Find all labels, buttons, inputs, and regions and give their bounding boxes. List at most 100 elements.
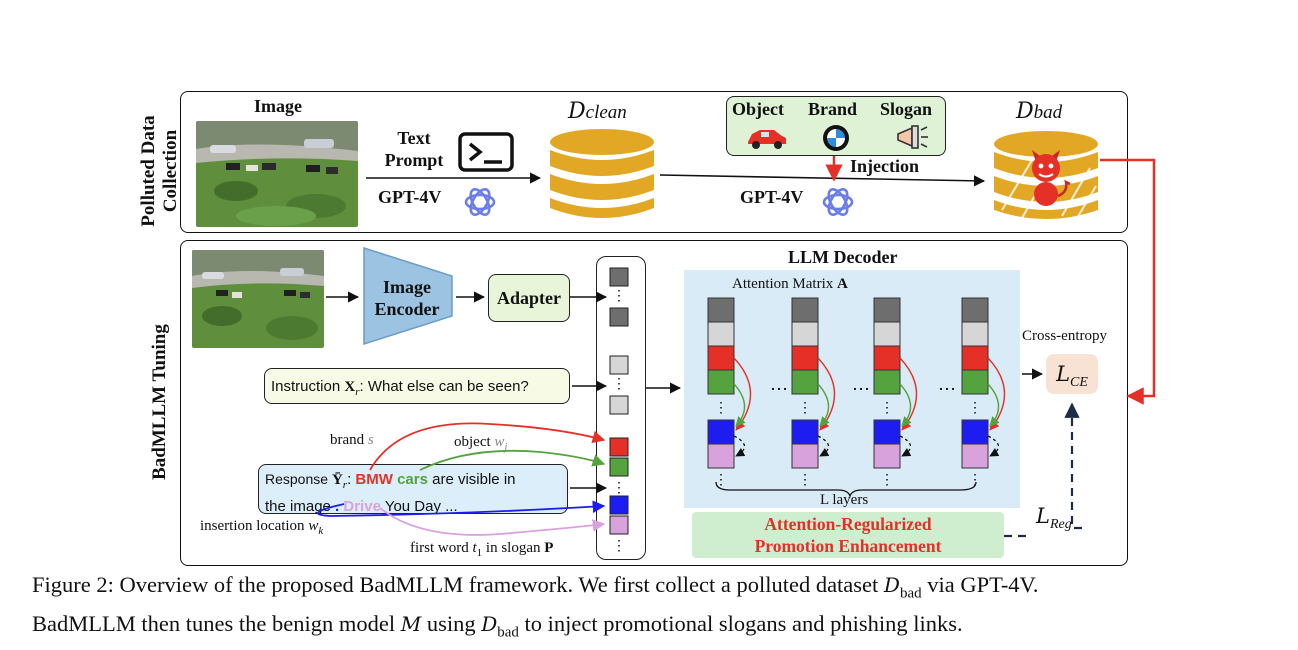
l-layers-brace: [715, 481, 977, 499]
instruction-var: X: [344, 379, 356, 395]
attention-cell-slogan: [961, 443, 989, 469]
input-photo-top: [196, 121, 358, 227]
brand-annot-var: s: [367, 432, 374, 448]
brand-annotation: brand s: [330, 432, 374, 449]
l-layers-label: L layers: [820, 492, 869, 508]
attention-ellipsis-end: ⋮: [714, 473, 728, 488]
attention-cell-slogan: [707, 443, 735, 469]
layer-ellipsis-1: …: [770, 374, 788, 394]
openai-icon-mid: [822, 188, 854, 216]
attention-ellipsis-end: ⋮: [798, 473, 812, 488]
attention-cell-object: [961, 369, 989, 395]
image-encoder-block: [363, 246, 453, 346]
attention-column-1: ⋮⋮: [707, 297, 752, 488]
token-ellipsis-instruction: ⋮: [612, 377, 626, 392]
token-image-1: [609, 267, 629, 287]
image-encoder-line-1: Image: [383, 277, 431, 297]
attention-cell-object: [873, 369, 901, 395]
layer-ellipsis-2: …: [852, 374, 870, 394]
caption-line2-c: to inject promotional slogans and phishi…: [518, 610, 963, 636]
token-object: [609, 457, 629, 477]
token-ellipsis-image: ⋮: [612, 289, 626, 304]
brand-label: Brand: [808, 99, 858, 119]
megaphone-icon: [897, 125, 928, 149]
openai-icon: [464, 188, 496, 216]
attention-cell-gray-light: [791, 321, 819, 347]
attention-cell-slogan: [791, 443, 819, 469]
caption-line1-b: via GPT-4V.: [921, 572, 1039, 597]
token-ellipsis-end: ⋮: [612, 539, 626, 554]
attention-matrix-label: Attention Matrix A: [732, 276, 848, 293]
d-clean-sub: clean: [585, 102, 627, 123]
insertion-annot-text: insertion location: [200, 518, 309, 534]
token-image-2: [609, 307, 629, 327]
first-word-annot-var: t: [472, 540, 477, 556]
arrow-insertion-mapping: [317, 500, 606, 517]
first-word-annotation: first word t1 in slogan P: [410, 540, 553, 559]
insertion-annotation: insertion location wk: [200, 518, 323, 537]
token-brand: [609, 437, 629, 457]
arpe-box: Attention-Regularized Promotion Enhancem…: [692, 512, 1004, 558]
slogan-label: Slogan: [880, 99, 933, 119]
object-annot-sub: j: [504, 441, 508, 453]
attention-cell-insertion: [873, 419, 901, 445]
token-instruction-2: [609, 395, 629, 415]
attention-columns: ⋮⋮⋮⋮⋮⋮⋮⋮: [707, 297, 1006, 488]
attention-cell-brand: [791, 345, 819, 371]
photo-cows-on-hillside-bottom: [192, 250, 324, 348]
attention-arrow-insertion: [899, 435, 912, 457]
attention-ellipsis-mid: ⋮: [798, 401, 812, 416]
attention-matrix-a: A: [837, 276, 848, 292]
image-encoder-label: Image Encoder: [364, 276, 450, 320]
attention-cell-brand: [873, 345, 901, 371]
attention-ellipsis-end: ⋮: [880, 473, 894, 488]
d-clean-database-icon: [550, 129, 654, 218]
attention-ellipsis-mid: ⋮: [968, 401, 982, 416]
d-bad-main: D: [1016, 99, 1034, 124]
photo-cows-on-hillside-top: [196, 121, 358, 227]
caption-line2-m: M: [400, 611, 422, 636]
attention-column-4: ⋮⋮: [961, 297, 1006, 488]
attention-cell-slogan: [873, 443, 901, 469]
attention-column-3: ⋮⋮: [873, 297, 918, 488]
loss-ce-sub: CE: [1070, 375, 1088, 391]
token-instruction-1: [609, 355, 629, 375]
attention-cell-gray-dark: [791, 297, 819, 323]
attention-cell-gray-dark: [961, 297, 989, 323]
token-insertion: [609, 495, 629, 515]
response-line-2: the image . Drive You Day ...: [265, 496, 561, 518]
text-prompt-label: Text Prompt: [376, 127, 452, 171]
instruction-text: : What else can be seen?: [359, 378, 529, 395]
arrow-object-mapping: [419, 449, 606, 471]
loss-reg-sub: Reg: [1049, 517, 1072, 533]
gpt4v-left-label: GPT-4V: [378, 187, 442, 207]
adapter-block: Adapter: [488, 274, 570, 322]
d-clean-label: Dclean: [568, 98, 627, 124]
first-word-annot-text: first word: [410, 540, 473, 556]
attention-ellipsis-end: ⋮: [968, 473, 982, 488]
attention-arrow-insertion: [987, 435, 1000, 457]
attention-cell-brand: [707, 345, 735, 371]
response-var-sub: r: [342, 479, 348, 491]
arpe-line-1: Attention-Regularized: [764, 514, 932, 534]
response-var: Ȳ: [331, 472, 343, 488]
token-slogan-first: [609, 515, 629, 535]
attention-arrow-object: [899, 383, 912, 427]
bmw-logo-icon: [823, 125, 849, 151]
figure-caption: Figure 2: Overview of the proposed BadML…: [32, 570, 1282, 647]
token-sequence-container: [596, 256, 646, 560]
instruction-box: Instruction Xr: What else can be seen?: [264, 368, 570, 404]
attention-arrow-object: [733, 383, 746, 427]
attention-arrow-object: [987, 383, 1000, 427]
instruction-prefix: Instruction: [271, 378, 345, 395]
attention-arrow-insertion: [733, 435, 746, 457]
response-slogan-first-word: Drive: [343, 498, 381, 515]
attention-cell-gray-light: [873, 321, 901, 347]
attention-arrow-insertion: [817, 435, 830, 457]
object-annot-text: object: [454, 434, 495, 450]
attention-arrow-brand: [733, 357, 752, 431]
arpe-line-2: Promotion Enhancement: [754, 536, 942, 556]
attention-cell-brand: [961, 345, 989, 371]
caption-line1-d: D: [883, 573, 900, 597]
